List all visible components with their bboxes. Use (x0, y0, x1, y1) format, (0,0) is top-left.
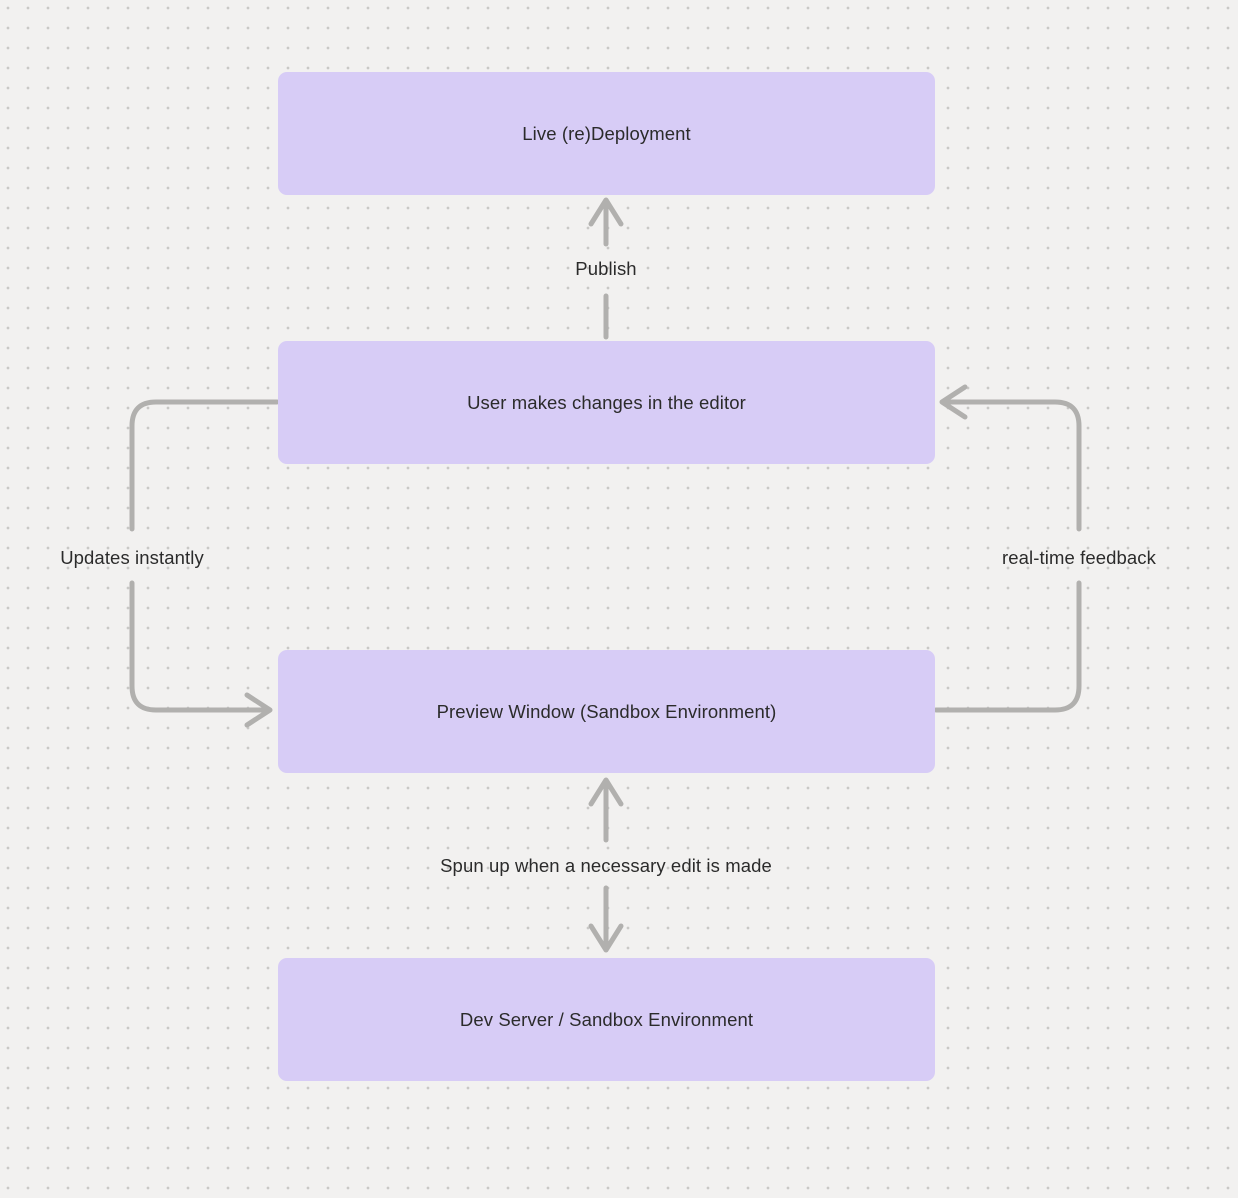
node-user-changes[interactable]: User makes changes in the editor (278, 341, 935, 464)
edge-spun-up-arrow[interactable] (588, 777, 624, 953)
node-preview-window[interactable]: Preview Window (Sandbox Environment) (278, 650, 935, 773)
edge-label-realtime-feedback[interactable]: real-time feedback (1002, 547, 1156, 568)
edge-label-spun-up[interactable]: Spun up when a necessary edit is made (440, 855, 772, 876)
edge-label-publish[interactable]: Publish (575, 258, 637, 279)
node-live-redeployment[interactable]: Live (re)Deployment (278, 72, 935, 195)
edge-publish-arrow[interactable] (588, 197, 624, 340)
node-dev-server[interactable]: Dev Server / Sandbox Environment (278, 958, 935, 1081)
edge-label-updates-instantly[interactable]: Updates instantly (60, 547, 204, 568)
edge-updates-instantly-arrow[interactable] (129, 399, 280, 728)
node-label: Live (re)Deployment (522, 122, 691, 144)
node-label: Preview Window (Sandbox Environment) (436, 700, 777, 722)
edge-realtime-feedback-arrow[interactable] (933, 384, 1082, 713)
node-label: User makes changes in the editor (467, 391, 746, 413)
node-label: Dev Server / Sandbox Environment (459, 1008, 754, 1030)
